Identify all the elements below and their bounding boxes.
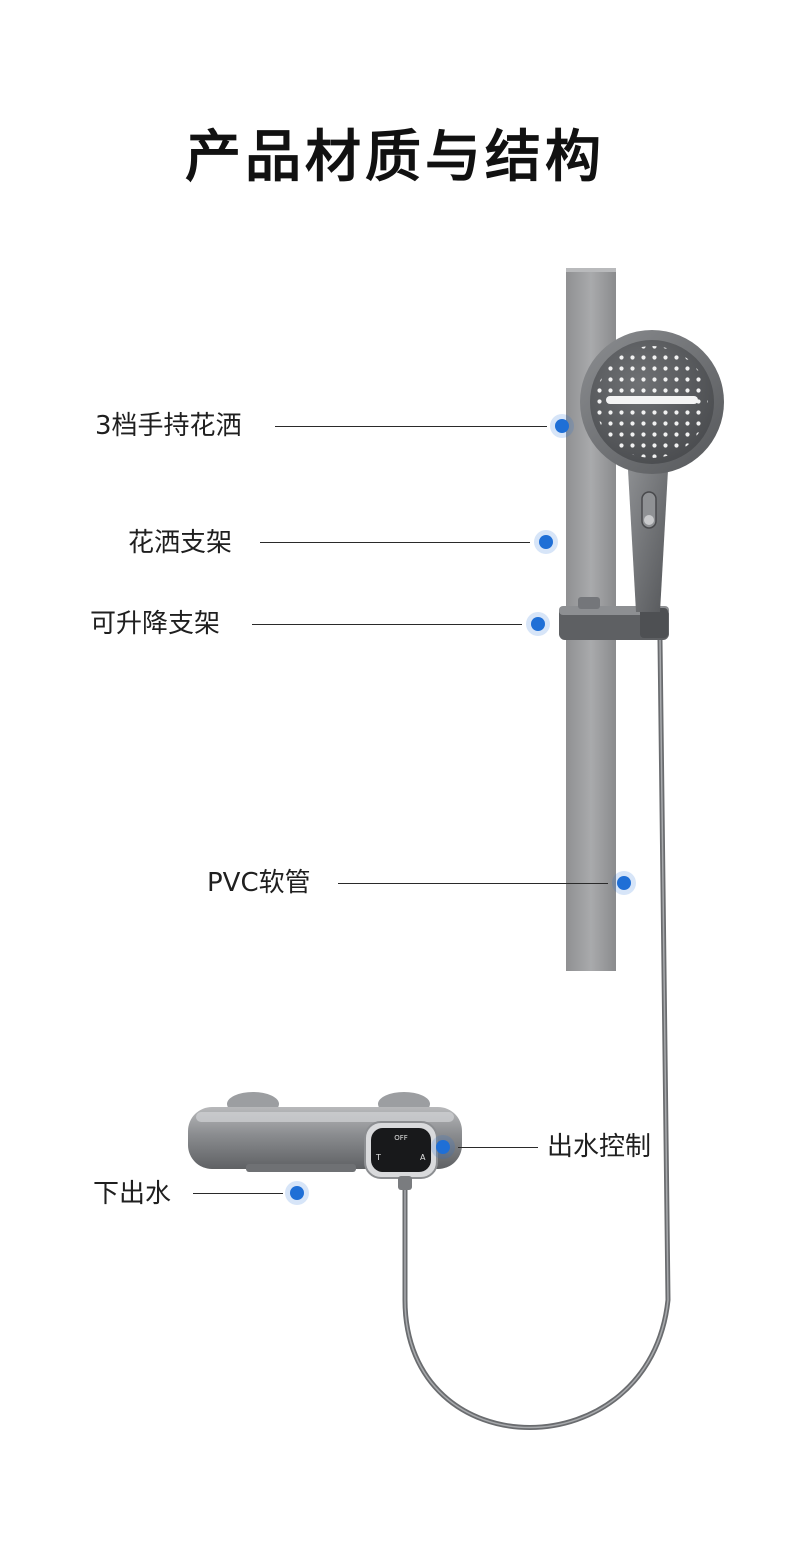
callout-label-handheld-shower: 3档手持花洒 (95, 411, 242, 441)
callout-label-shower-holder: 花洒支架 (128, 528, 233, 558)
callout-line-handheld-shower (275, 426, 547, 427)
callout-line-adjustable-bracket (252, 624, 522, 625)
callout-dot-adjustable-bracket[interactable] (531, 617, 545, 631)
display-temp-mark: T (375, 1153, 381, 1162)
callout-label-adjustable-bracket: 可升降支架 (90, 609, 221, 639)
display-off-text: OFF (394, 1134, 408, 1142)
callout-dot-handheld-shower[interactable] (555, 419, 569, 433)
callout-dot-outlet-control[interactable] (436, 1140, 450, 1154)
callout-line-outlet-control (458, 1147, 538, 1148)
callout-dot-shower-holder[interactable] (539, 535, 553, 549)
page-title: 产品材质与结构 (185, 125, 605, 190)
callout-line-shower-holder (260, 542, 530, 543)
callout-dot-bottom-outlet[interactable] (290, 1186, 304, 1200)
callout-label-pvc-hose: PVC软管 (207, 868, 311, 898)
callout-line-bottom-outlet (193, 1193, 283, 1194)
shower-handle (628, 470, 668, 612)
callout-line-pvc-hose (338, 883, 608, 884)
display-auto-mark: A (420, 1153, 426, 1162)
callout-label-outlet-control: 出水控制 (547, 1132, 652, 1162)
callout-dot-pvc-hose[interactable] (617, 876, 631, 890)
hose (402, 637, 671, 1430)
callout-label-bottom-outlet: 下出水 (93, 1179, 172, 1209)
